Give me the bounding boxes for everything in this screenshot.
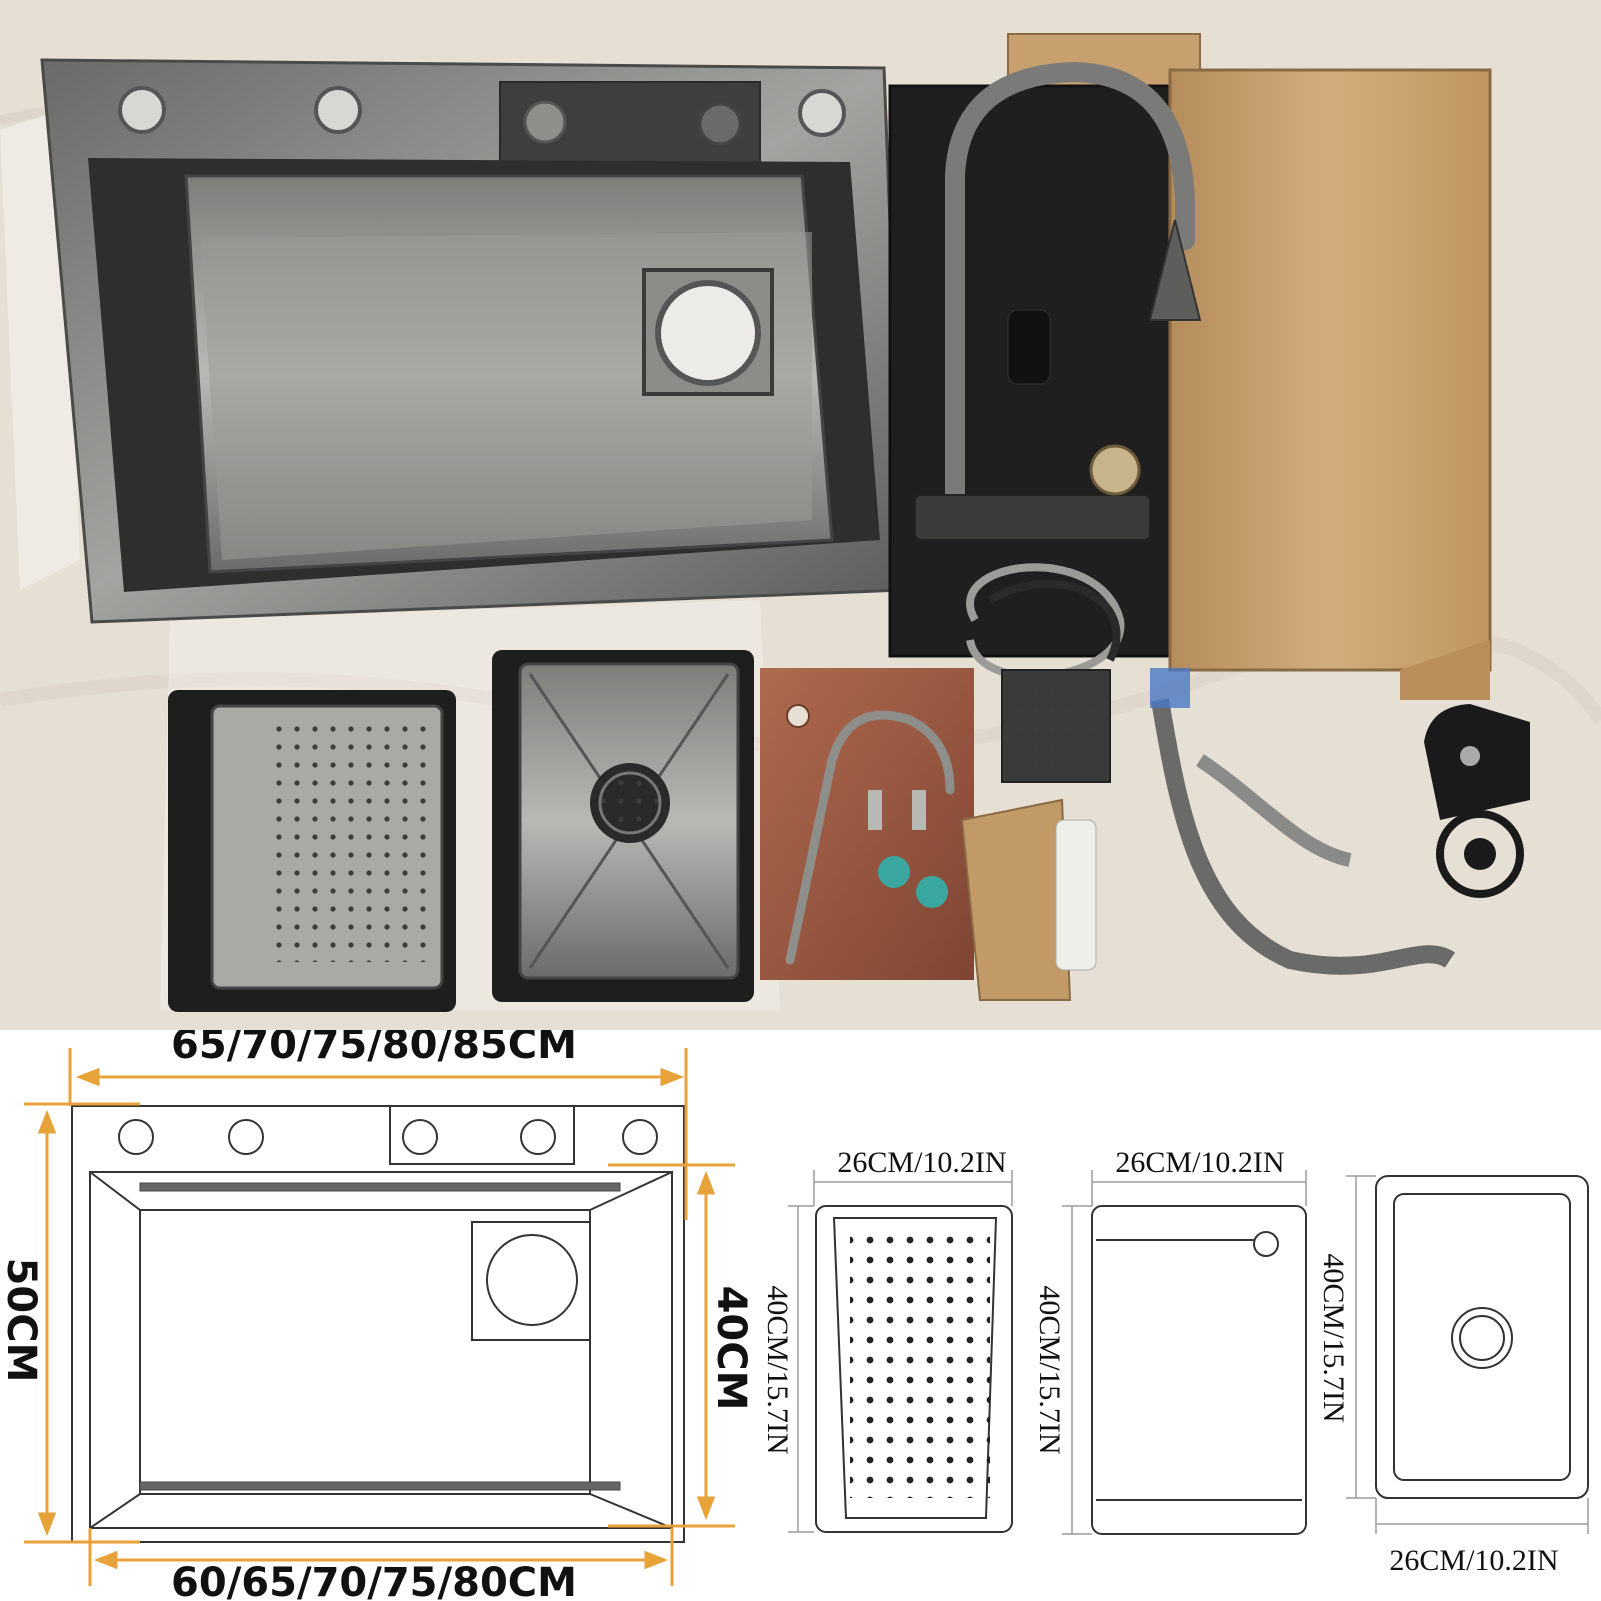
faucet-hole-icon [118,1119,154,1155]
colander-width-label: 26CM/10.2IN [837,1146,1006,1179]
cutting-board-dimension-lines [1062,1170,1307,1535]
main-sink-photo [40,58,906,624]
accessories-photo [960,668,1530,1001]
drain-icon [486,1234,578,1326]
sink-top-width-label: 65/70/75/80/85CM [171,1030,577,1068]
cutting-board-height-label: 40CM/15.7IN [1033,1285,1066,1454]
small-basin-width-label: 26CM/10.2IN [1389,1544,1558,1577]
hanging-hole-icon [1253,1231,1279,1257]
cutting-board-photo [760,668,974,980]
small-basin-diagram [1375,1175,1589,1499]
faucet-hole-icon [798,89,846,137]
sink-outer-depth-label: 50CM [0,1258,44,1383]
faucet-hole-icon [698,102,742,146]
faucet-hole-icon [622,1119,658,1155]
sink-outline [71,1105,685,1543]
colander-photo [168,690,456,1012]
main-sink-dimension-lines [24,1048,735,1586]
faucet-hole-icon [118,86,166,134]
small-basin-height-label: 40CM/15.7IN [1317,1253,1350,1422]
waterfall-strip [389,1105,575,1165]
small-basin-photo [492,650,754,1002]
dimension-drawing: 65/70/75/80/85CM 60/65/70/75/80CM 50CM 4… [0,1030,1589,1601]
colander-diagram [815,1205,1013,1533]
drain-icon [1451,1307,1513,1369]
faucet-box-photo [888,33,1492,700]
cutting-board-diagram [1091,1205,1307,1535]
cutting-board-width-label: 26CM/10.2IN [1115,1146,1284,1179]
faucet-hole-icon [228,1119,264,1155]
faucet-hole-icon [520,1119,556,1155]
faucet-hole-icon [523,100,567,144]
faucet-hole-icon [402,1119,438,1155]
drain-icon [655,280,761,386]
faucet-hole-icon [314,86,362,134]
colander-height-label: 40CM/15.7IN [761,1285,794,1454]
main-sink-diagram [71,1105,685,1543]
basin-inner [139,1209,591,1495]
sink-bottom-width-label: 60/65/70/75/80CM [171,1560,577,1601]
drain-box [471,1221,591,1341]
product-photo [0,0,1601,1030]
sink-inner-depth-label: 40CM [708,1286,754,1411]
colander-dimension-lines [788,1170,1013,1533]
gear-icon [1436,810,1524,898]
small-basin-dimension-lines [1346,1175,1589,1534]
basin-outer [89,1171,673,1529]
